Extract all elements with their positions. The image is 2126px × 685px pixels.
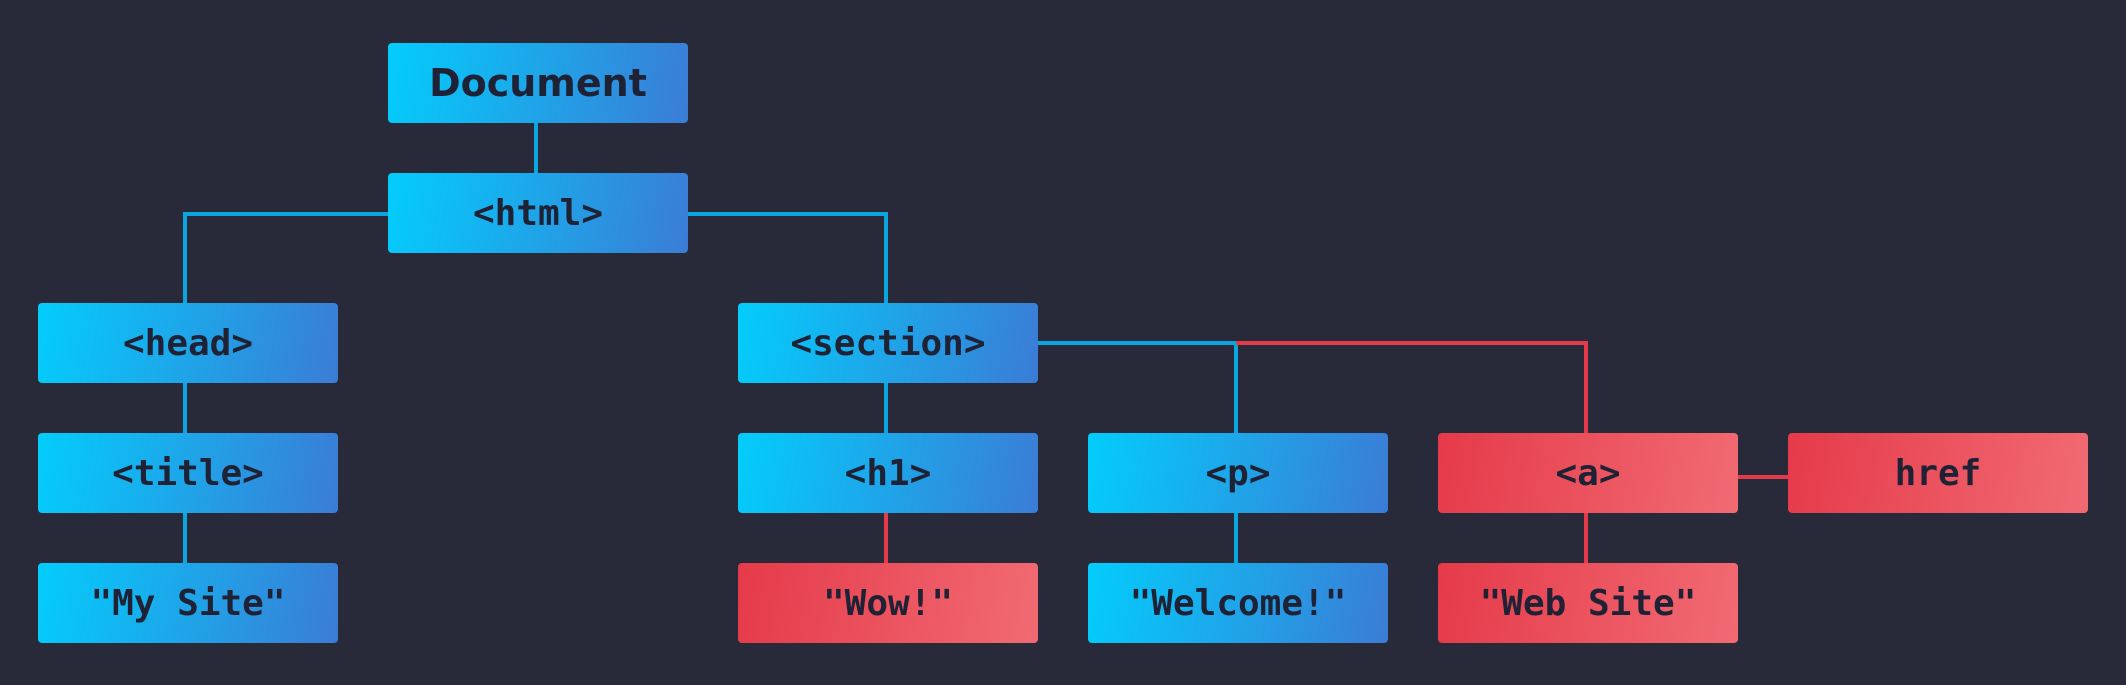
node-href: href [1788,433,2088,513]
node-head: <head> [38,303,338,383]
node-document: Document [388,43,688,123]
edge-html-head [183,212,388,303]
node-a: <a> [1438,433,1738,513]
node-section: <section> [738,303,1038,383]
node-a-text: "Web Site" [1438,563,1738,643]
node-h1-text: "Wow!" [738,563,1038,643]
node-p-text: "Welcome!" [1088,563,1388,643]
edge-section-a [1236,341,1588,433]
node-h1: <h1> [738,433,1038,513]
node-title-text: "My Site" [38,563,338,643]
node-p: <p> [1088,433,1388,513]
node-title: <title> [38,433,338,513]
edge-html-section [686,212,888,303]
node-html: <html> [388,173,688,253]
edge-section-p [1037,341,1238,433]
